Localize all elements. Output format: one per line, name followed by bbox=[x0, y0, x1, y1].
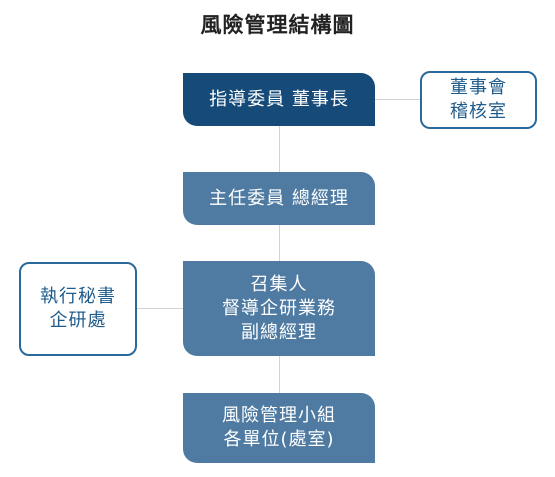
connector-chair-to-convener bbox=[279, 224, 280, 262]
connector-director-to-audit bbox=[374, 99, 422, 100]
chart-title: 風險管理結構圖 bbox=[200, 13, 355, 37]
node-board-audit-line-2: 稽核室 bbox=[450, 101, 507, 122]
node-team-line-1: 風險管理小組 bbox=[222, 405, 336, 426]
node-convener-line-3: 副總經理 bbox=[241, 321, 317, 343]
connector-director-to-chair bbox=[279, 126, 280, 173]
node-convener-line-1: 召集人 bbox=[250, 273, 308, 295]
connector-secretary-to-convener bbox=[136, 308, 184, 309]
node-team-line-2: 各單位(處室) bbox=[223, 429, 335, 450]
node-board-audit: 董事會 稽核室 bbox=[420, 71, 537, 129]
node-director: 指導委員 董事長 bbox=[183, 73, 375, 126]
connector-convener-to-team bbox=[279, 356, 280, 394]
node-secretary-line-1: 執行秘書 bbox=[40, 286, 116, 307]
node-convener: 召集人 督導企研業務 副總經理 bbox=[183, 261, 375, 356]
node-team: 風險管理小組 各單位(處室) bbox=[183, 393, 375, 463]
node-director-line-1: 指導委員 董事長 bbox=[209, 88, 349, 110]
node-chair: 主任委員 總經理 bbox=[183, 172, 375, 225]
node-chair-line-1: 主任委員 總經理 bbox=[209, 187, 349, 209]
node-convener-line-2: 督導企研業務 bbox=[222, 297, 336, 319]
node-secretary-line-2: 企研處 bbox=[49, 310, 107, 331]
node-board-audit-line-1: 董事會 bbox=[450, 77, 507, 98]
node-secretary: 執行秘書 企研處 bbox=[19, 262, 137, 356]
